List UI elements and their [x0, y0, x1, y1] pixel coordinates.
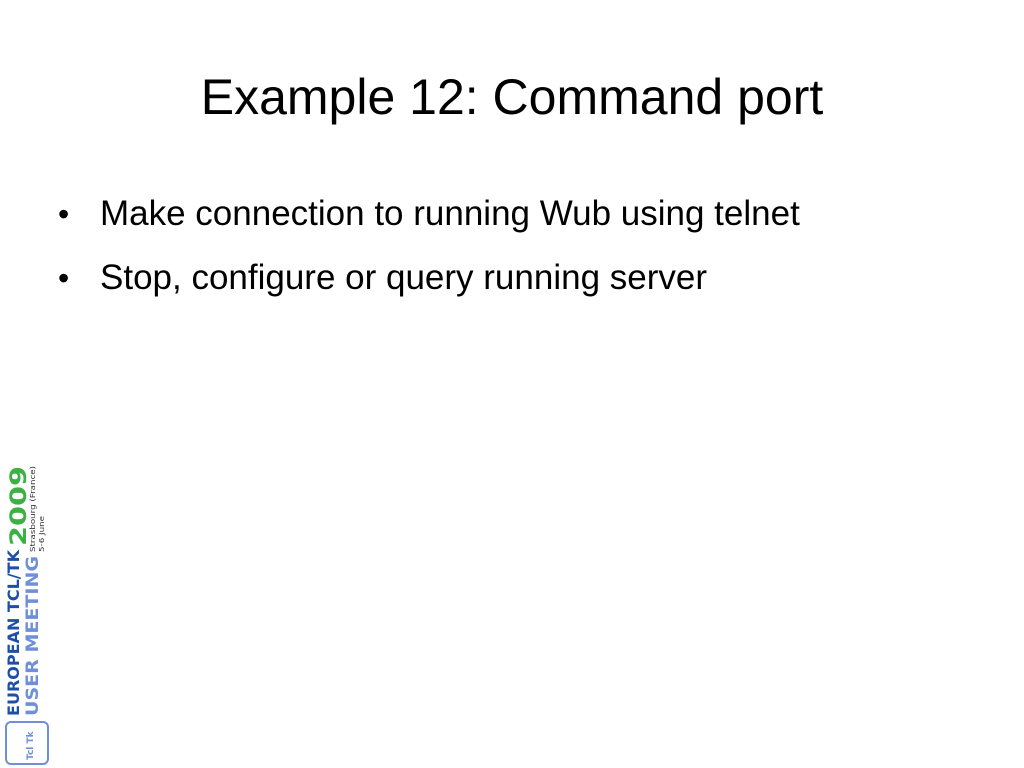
- bullet-glyph: •: [58, 196, 70, 232]
- logo-badge: [5, 721, 49, 765]
- logo-place: Strasbourg (France): [29, 466, 37, 552]
- bullet-list: • Make connection to running Wub using t…: [58, 188, 998, 316]
- slide-title: Example 12: Command port: [200, 69, 824, 125]
- conference-logo-graphic: Tcl Tk EUROPEAN TCL/TK USER MEETING 2009…: [4, 466, 49, 765]
- bullet-text: Make connection to running Wub using tel…: [100, 194, 800, 233]
- bullet-glyph: •: [58, 260, 70, 296]
- bullet-text: Stop, configure or query running server: [100, 258, 707, 297]
- logo-dates: 5-6 June: [38, 516, 46, 552]
- conference-logo: Tcl Tk EUROPEAN TCL/TK USER MEETING 2009…: [2, 462, 52, 768]
- logo-line-2: USER MEETING: [23, 556, 43, 716]
- logo-year: 2009: [7, 466, 32, 546]
- logo-line-1: EUROPEAN TCL/TK: [4, 549, 23, 716]
- bullet-item: • Make connection to running Wub using t…: [58, 188, 998, 240]
- bullet-item: • Stop, configure or query running serve…: [58, 252, 998, 304]
- logo-badge-text: Tcl Tk: [26, 730, 36, 760]
